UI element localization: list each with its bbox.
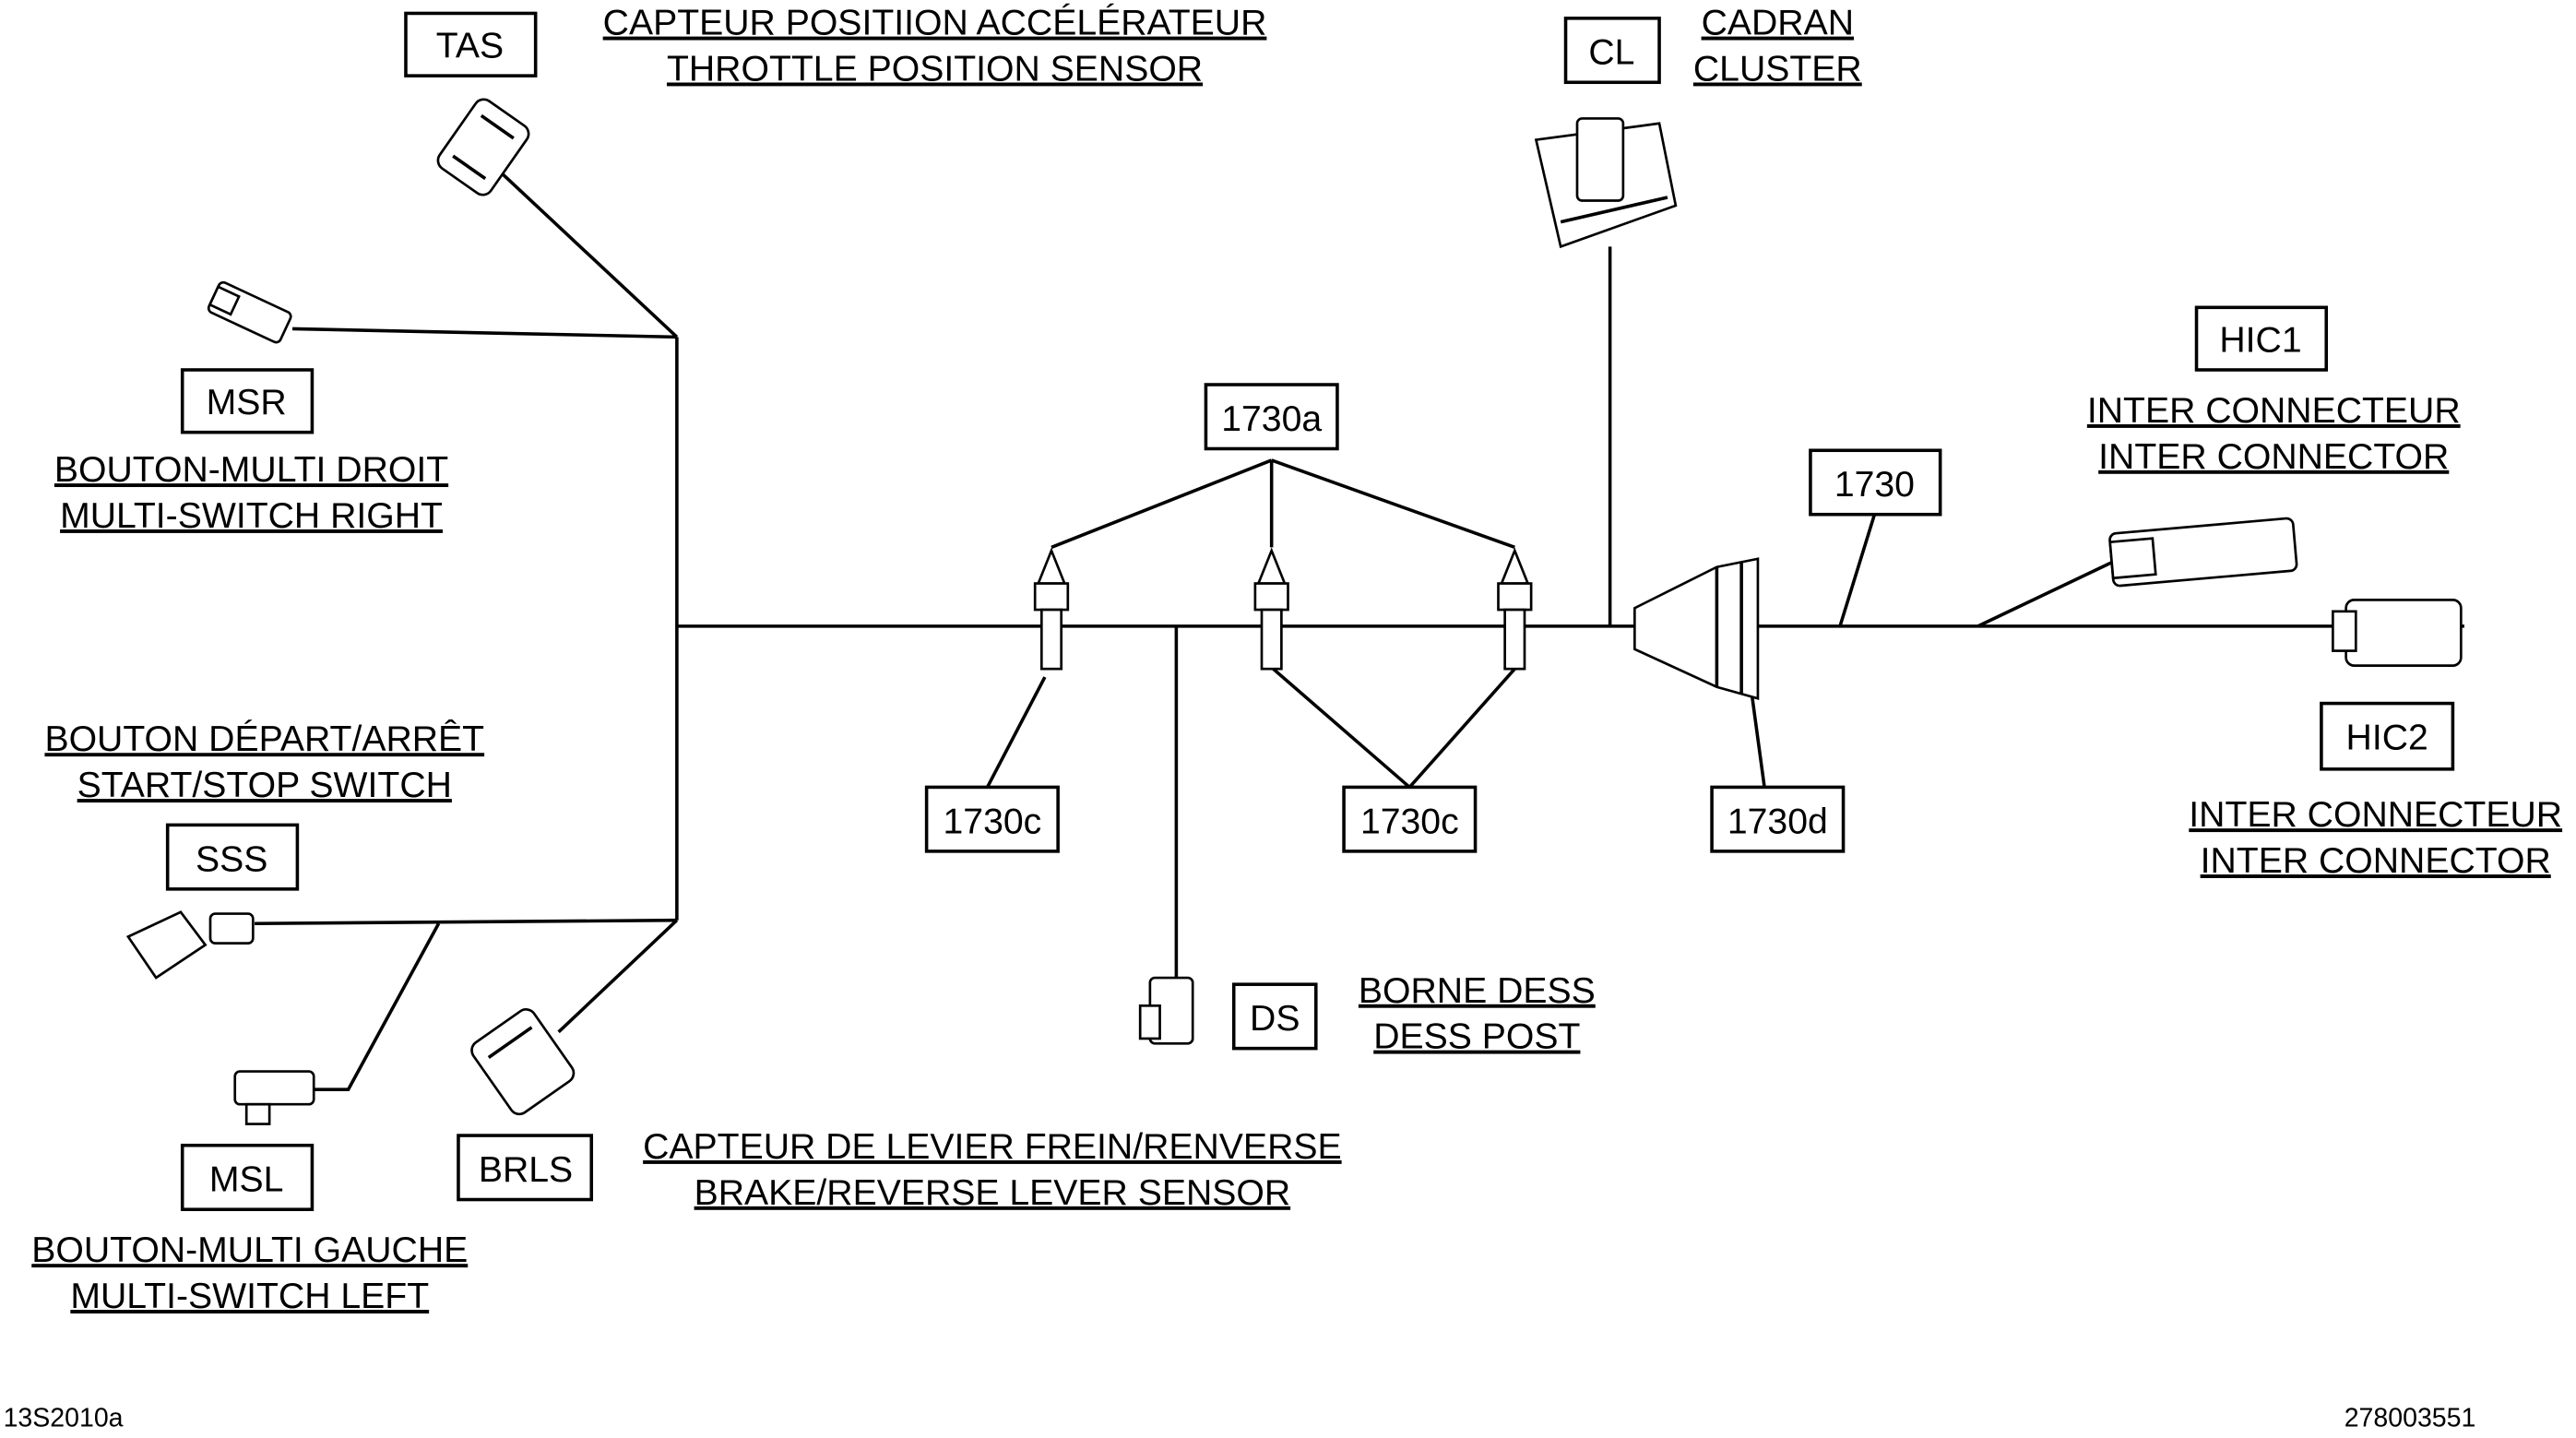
wire-msr [292,327,677,339]
code-ds: DS [1250,999,1300,1039]
code-box-tas: TAS [404,11,538,77]
leader [1051,458,1273,550]
label-sss-fr: BOUTON DÉPART/ARRÊT [44,719,484,759]
figure-id: 13S2010a [4,1403,124,1432]
brls-connector-icon [470,1008,576,1116]
code-1730c: 1730c [1360,802,1459,841]
wire-sss [255,918,677,926]
leader [985,676,1047,789]
code-box-1730a: 1730a [1204,383,1339,451]
leader [1838,514,1877,627]
ds-post-icon [1138,976,1194,1045]
code-hic2: HIC2 [2346,718,2428,757]
label-tas-en: THROTTLE POSITION SENSOR [667,49,1203,89]
leader [1407,667,1516,789]
component-labels: CAPTEUR POSITIION ACCÉLÉRATEUR THROTTLE … [31,4,2562,1316]
label-cl-en: CLUSTER [1693,49,1862,89]
hic1-connector-icon [2108,517,2298,588]
connector-icons [125,98,2463,1125]
part-number: 278003551 [2345,1403,2476,1432]
code-tas: TAS [436,27,504,66]
hic2-connector-icon [2332,599,2463,667]
code-1730c: 1730c [944,802,1042,841]
leader [1272,667,1411,789]
cl-connector-icon [1534,117,1678,249]
label-msr-fr: BOUTON-MULTI DROIT [54,450,448,490]
label-brls-en: BRAKE/REVERSE LEVER SENSOR [694,1173,1291,1213]
code-box-cl: CL [1563,17,1661,85]
code-msr: MSR [207,383,287,422]
code-box-1730c-right: 1730c [1342,785,1478,853]
label-ds-en: DESS POST [1373,1017,1580,1057]
label-cl-fr: CADRAN [1702,4,1854,43]
label-msl-en: MULTI-SWITCH LEFT [70,1277,429,1316]
code-box-1730c-left: 1730c [924,785,1060,853]
code-sss: SSS [196,839,267,879]
tas-connector-icon [436,98,530,196]
label-hic2-en: INTER CONNECTOR [2201,841,2551,881]
grommet-1730d-icon [1633,557,1760,700]
msr-connector-icon [207,280,292,344]
label-msr-en: MULTI-SWITCH RIGHT [60,496,443,536]
leader [1750,690,1766,788]
code-hic1: HIC1 [2219,320,2301,360]
wires [255,171,2464,1091]
code-msl: MSL [209,1160,284,1200]
code-1730: 1730 [1834,465,1915,505]
code-box-1730d: 1730d [1710,785,1846,853]
wire-brls [557,919,679,1034]
code-1730d: 1730d [1727,802,1828,841]
leader [1271,458,1515,550]
code-box-hic2: HIC2 [2320,701,2455,771]
code-1730a: 1730a [1221,399,1322,439]
splice-1730a-icon [1033,547,1533,671]
code-box-msl: MSL [180,1143,315,1211]
label-msl-fr: BOUTON-MULTI GAUCHE [31,1230,468,1270]
code-boxes: TAS CL MSR 1730a 1730 HIC1 HIC2 SSS 1730… [165,11,2455,1211]
code-box-hic1: HIC1 [2194,305,2329,372]
label-sss-en: START/STOP SWITCH [77,766,452,805]
code-brls: BRLS [479,1150,573,1190]
code-cl: CL [1588,33,1634,73]
wire-hic1 [1977,557,2120,628]
label-ds-fr: BORNE DESS [1359,971,1596,1011]
wire-tas [500,171,679,339]
code-box-1730: 1730 [1809,448,1942,517]
msl-connector-icon [233,1070,315,1125]
label-hic1-en: INTER CONNECTOR [2098,437,2449,477]
label-hic1-fr: INTER CONNECTEUR [2087,391,2461,431]
code-box-sss: SSS [165,823,300,891]
code-box-msr: MSR [180,368,315,434]
label-tas-fr: CAPTEUR POSITIION ACCÉLÉRATEUR [603,4,1267,43]
label-hic2-fr: INTER CONNECTEUR [2189,795,2562,835]
code-box-brls: BRLS [457,1134,594,1202]
sss-switch-icon [125,910,255,980]
label-brls-fr: CAPTEUR DE LEVIER FREIN/RENVERSE [643,1127,1341,1167]
wire-msl [312,922,441,1091]
code-box-ds: DS [1231,982,1318,1051]
